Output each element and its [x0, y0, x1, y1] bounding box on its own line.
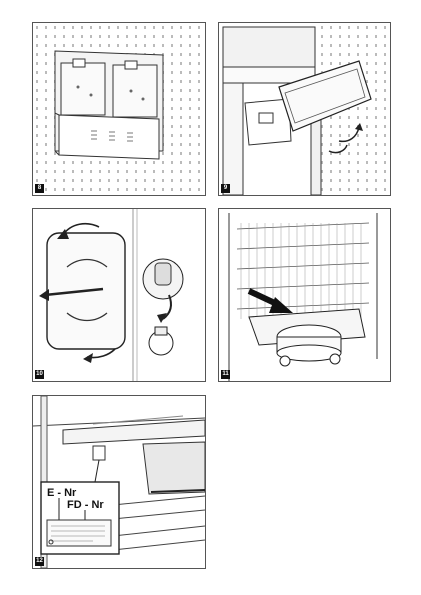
compartment-illustration	[33, 23, 205, 195]
figure-number: 8	[35, 184, 44, 193]
figure-panel-2: 9	[218, 22, 391, 196]
figure-number: 11	[221, 370, 230, 379]
figure-panel-5: E - Nr FD - Nr 12	[32, 395, 206, 569]
figure-number: 12	[35, 557, 44, 566]
lamp-cover-illustration	[39, 209, 184, 381]
fd-nr-label: FD - Nr	[67, 499, 104, 511]
rating-plate-illustration: E - Nr FD - Nr	[33, 396, 205, 568]
figure-panel-3: 10	[32, 208, 206, 382]
e-nr-label: E - Nr	[47, 487, 77, 499]
condenser-illustration	[228, 213, 378, 381]
drawer-removal-illustration	[219, 23, 390, 195]
figure-panel-1: 8	[32, 22, 206, 196]
figure-panel-4: 11	[218, 208, 391, 382]
figure-number: 10	[35, 370, 44, 379]
figure-number: 9	[221, 184, 230, 193]
